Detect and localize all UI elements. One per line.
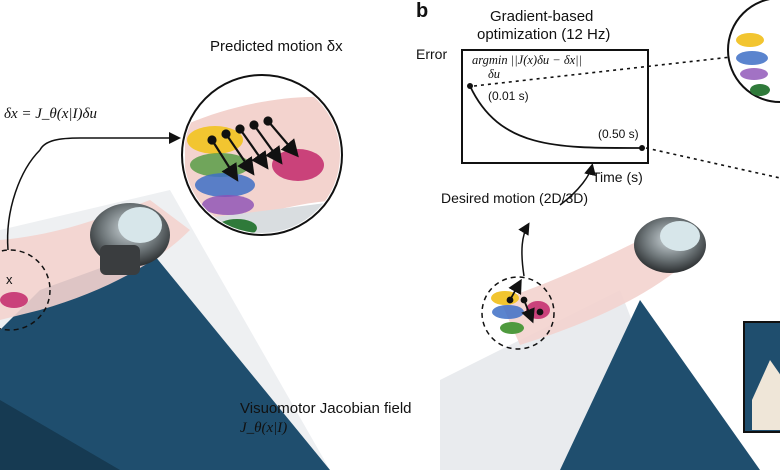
- arrow-desired-to-plot: [559, 163, 596, 206]
- jacobian-field-title: Visuomotor Jacobian field: [240, 400, 412, 417]
- argmin-subscript: δu: [488, 67, 501, 81]
- ground-blue-plane: [0, 250, 330, 470]
- flow-arrow-curve: [6, 149, 41, 251]
- optimization-title-line1: Gradient-based: [490, 8, 594, 25]
- error-axis-label: Error: [416, 46, 448, 62]
- camera-illustration-b: [634, 217, 706, 273]
- optimization-title-line2: optimization (12 Hz): [477, 26, 611, 43]
- desired-motion-circle: [481, 276, 555, 350]
- motion-vector-5: [263, 116, 299, 158]
- right-panel-illustration: [440, 0, 780, 470]
- panel-label-b: b: [416, 0, 429, 22]
- jacobian-field-symbol: J_θ(x|I): [240, 420, 288, 436]
- dotted-link-start: [473, 55, 741, 87]
- end-time-label: (0.50 s): [598, 127, 639, 141]
- jacobian-equation: δx = J_θ(x|I)δu: [4, 106, 98, 122]
- start-zoom-circle: [727, 0, 780, 103]
- ground-blue-plane-b: [560, 300, 760, 470]
- arrow-to-optimizer: [518, 222, 530, 277]
- desired-motion-label: Desired motion (2D/3D): [441, 190, 589, 206]
- argmin-expression: argmin ||J(x)δu − δx||: [472, 53, 583, 67]
- desired-motion-arrows: [506, 278, 544, 324]
- predicted-motion-arrows: [207, 116, 299, 182]
- time-axis-label: Time (s): [592, 169, 643, 185]
- start-point: [467, 83, 473, 89]
- query-point-circle: [0, 249, 51, 331]
- end-point: [639, 145, 645, 151]
- result-inset-photo: [743, 321, 780, 433]
- start-time-label: (0.01 s): [488, 89, 529, 103]
- dotted-link-end: [645, 147, 780, 179]
- query-point-marker: x: [6, 272, 13, 287]
- camera-illustration: [90, 203, 170, 275]
- motion-vector-4: [249, 120, 283, 165]
- error-curve: [469, 85, 643, 149]
- predicted-motion-label: Predicted motion δx: [210, 38, 343, 55]
- motion-vector-1: [207, 135, 239, 182]
- flow-arrow-to-prediction: [39, 132, 181, 151]
- motion-vector-2: [221, 129, 255, 176]
- motion-vector-3: [235, 124, 269, 170]
